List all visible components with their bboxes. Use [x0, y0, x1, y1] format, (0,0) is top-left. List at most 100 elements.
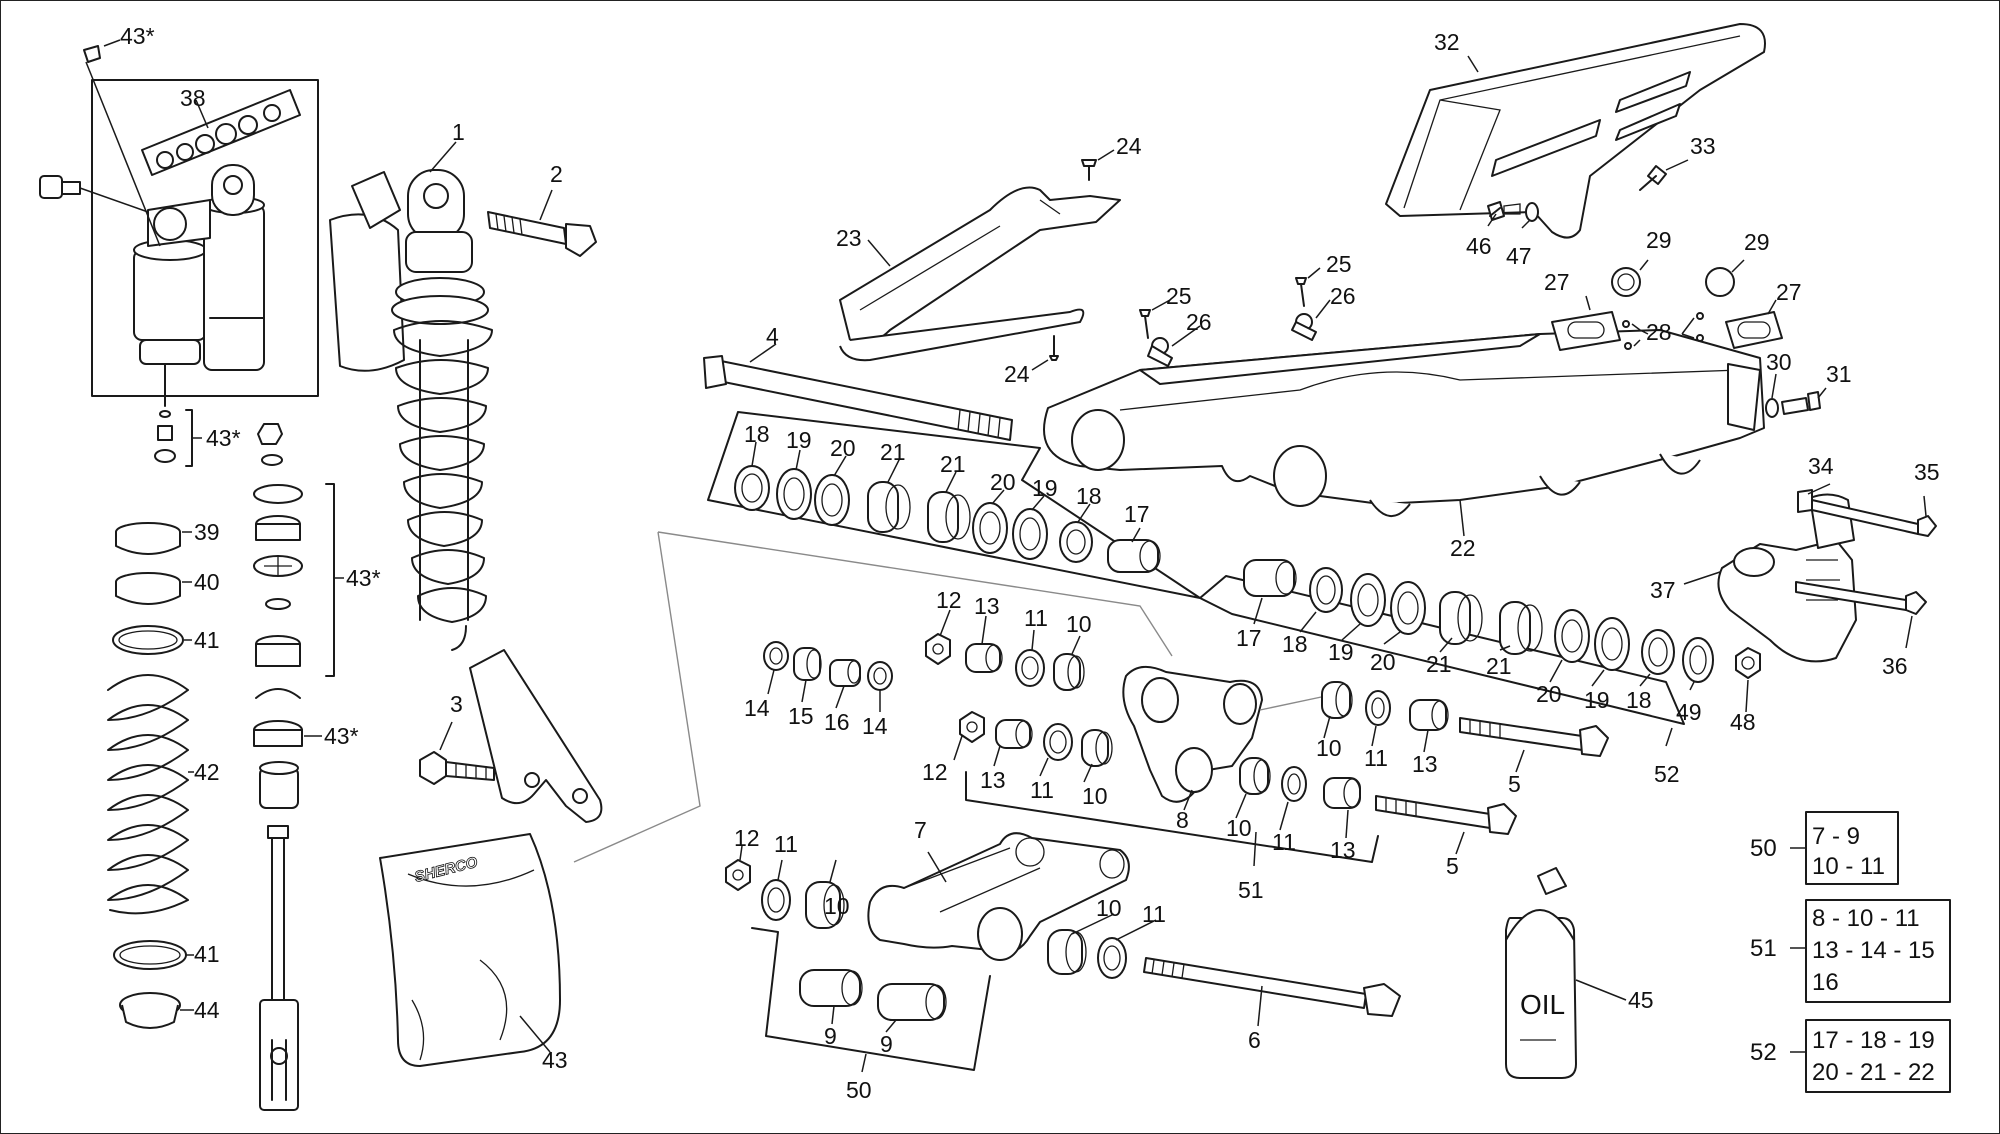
swingarm-axle — [703, 343, 1013, 441]
callout-c8: 8 — [1176, 807, 1189, 833]
callout-c43: 43 — [542, 1047, 568, 1073]
kit-52-line-1: 17 - 18 - 19 — [1812, 1027, 1935, 1054]
callout-c47: 47 — [1506, 243, 1532, 269]
callout-c21b: 21 — [940, 451, 966, 477]
callout-c36: 36 — [1882, 653, 1908, 679]
kit-50-line-2: 10 - 11 — [1812, 853, 1885, 880]
callout-c37: 37 — [1650, 577, 1676, 603]
callout-c18c: 18 — [1282, 631, 1308, 657]
callout-c32: 32 — [1434, 29, 1460, 55]
callout-c11b: 11 — [1364, 745, 1388, 771]
callout-c19b: 19 — [1032, 475, 1058, 501]
pivot-bearings-upper — [707, 411, 1685, 725]
callout-c20c: 20 — [1370, 649, 1396, 675]
callout-c11f: 11 — [1142, 901, 1166, 927]
adjuster-parts — [1551, 259, 1827, 418]
callout-c43s2: 43* — [206, 425, 241, 451]
callout-c13b: 13 — [1412, 751, 1438, 777]
rocker-linkage — [763, 609, 1609, 867]
callout-c10b: 10 — [1316, 735, 1342, 761]
kit-50-label: 50 — [1750, 835, 1777, 862]
callout-c16: 16 — [824, 709, 850, 735]
callout-c44: 44 — [194, 997, 220, 1023]
callout-c10d: 10 — [1226, 815, 1252, 841]
kit-51-line-1: 8 - 10 - 11 — [1812, 905, 1920, 932]
callout-c3: 3 — [450, 691, 463, 717]
callout-c51: 51 — [1238, 877, 1264, 903]
callout-c23: 23 — [836, 225, 862, 251]
callout-c41a: 41 — [194, 627, 220, 653]
callout-c11c: 11 — [1030, 777, 1054, 803]
callout-c15: 15 — [788, 703, 814, 729]
callout-c52: 52 — [1654, 761, 1680, 787]
callout-c10f: 10 — [1096, 895, 1122, 921]
callout-c9a: 9 — [824, 1023, 837, 1049]
callout-c18a: 18 — [744, 421, 770, 447]
callout-c39: 39 — [194, 519, 220, 545]
callout-c24a: 24 — [1116, 133, 1142, 159]
callout-c45: 45 — [1628, 987, 1654, 1013]
oil-label: OIL — [1520, 989, 1565, 1020]
callout-c12c: 12 — [734, 825, 760, 851]
callout-c22: 22 — [1450, 535, 1476, 561]
callout-c19c: 19 — [1328, 639, 1354, 665]
callout-c21a: 21 — [880, 439, 906, 465]
callout-c11a: 11 — [1024, 605, 1048, 631]
swingarm — [1043, 267, 1765, 537]
callout-c10e: 10 — [824, 893, 850, 919]
chain-guard — [1385, 23, 1766, 239]
callout-c28: 28 — [1646, 319, 1672, 345]
kit-outline — [573, 531, 1173, 863]
reservoir-detail — [39, 39, 319, 467]
callout-c46: 46 — [1466, 233, 1492, 259]
callout-c40: 40 — [194, 569, 220, 595]
callout-c21c: 21 — [1426, 651, 1452, 677]
kit-51-line-2: 13 - 14 - 15 — [1812, 937, 1935, 964]
callout-c30: 30 — [1766, 349, 1792, 375]
callout-c20a: 20 — [830, 435, 856, 461]
brake-caliper-bracket — [1683, 483, 1937, 663]
callout-c24b: 24 — [1004, 361, 1030, 387]
callout-c10c: 10 — [1082, 783, 1108, 809]
callout-c34: 34 — [1808, 453, 1834, 479]
callout-c29b: 29 — [1744, 229, 1770, 255]
callout-c17a: 17 — [1124, 501, 1150, 527]
kit-51-box — [1805, 899, 1951, 1003]
callout-c18b: 18 — [1076, 483, 1102, 509]
callout-c13d: 13 — [1330, 837, 1356, 863]
callout-c13c: 13 — [980, 767, 1006, 793]
callout-c33: 33 — [1690, 133, 1716, 159]
callout-c27b: 27 — [1776, 279, 1802, 305]
spring-parts-column — [107, 522, 194, 1029]
callout-c42: 42 — [194, 759, 220, 785]
kit-52-label: 52 — [1750, 1039, 1777, 1066]
callout-c19d: 19 — [1584, 687, 1610, 713]
callout-c1: 1 — [452, 119, 465, 145]
damper-parts-column — [253, 423, 344, 1111]
kit-50-line-1: 7 - 9 — [1812, 823, 1860, 850]
callout-c18d: 18 — [1626, 687, 1652, 713]
kit-52-line-2: 20 - 21 - 22 — [1812, 1059, 1935, 1086]
callout-c21d: 21 — [1486, 653, 1512, 679]
callout-c38: 38 — [180, 85, 206, 111]
oil-bottle: OIL — [1505, 867, 1627, 1079]
kit-51-label: 51 — [1750, 935, 1777, 962]
callout-c19a: 19 — [786, 427, 812, 453]
callout-c14a: 14 — [744, 695, 770, 721]
callout-c12b: 12 — [922, 759, 948, 785]
callout-c6: 6 — [1248, 1027, 1261, 1053]
callout-c49: 49 — [1676, 699, 1702, 725]
callout-c20d: 20 — [1536, 681, 1562, 707]
callout-c41b: 41 — [194, 941, 220, 967]
callout-c43s4: 43* — [324, 723, 359, 749]
callout-c7: 7 — [914, 817, 927, 843]
callout-c25b: 25 — [1326, 251, 1352, 277]
callout-c25a: 25 — [1166, 283, 1192, 309]
pivot-bearings-lower — [1243, 559, 1761, 747]
callout-c17b: 17 — [1236, 625, 1262, 651]
callout-c29a: 29 — [1646, 227, 1672, 253]
chain-guide — [839, 149, 1121, 371]
callout-c26a: 26 — [1186, 309, 1212, 335]
